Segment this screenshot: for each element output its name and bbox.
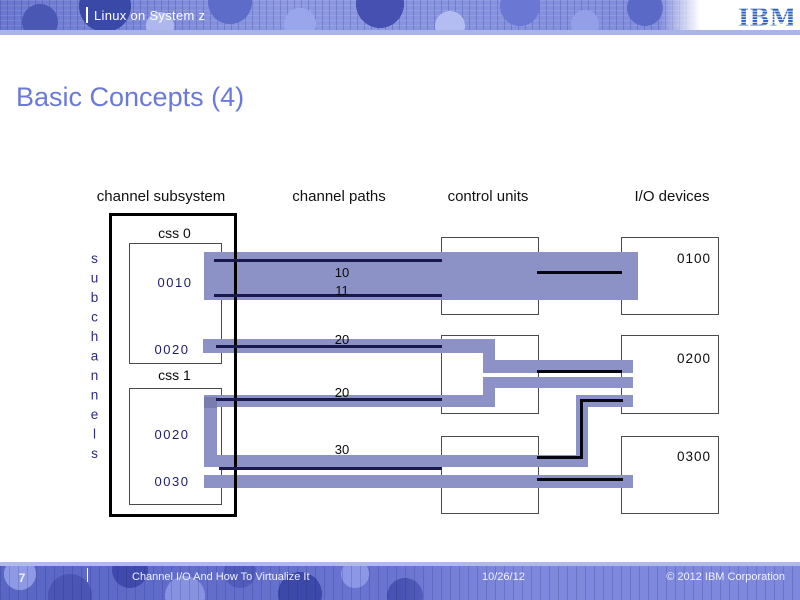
css1-box (129, 388, 222, 505)
ibm-logo-text: IBM (738, 6, 793, 30)
column-header-control-units: control units (447, 188, 529, 205)
chpid-label-20-css0: 20 (334, 332, 350, 347)
subchannel-css1-0030: 0030 (154, 474, 190, 489)
ibm-logo-icon: IBM (738, 6, 793, 30)
slide-number: 7 (18, 571, 26, 585)
footer-date: 10/26/12 (482, 571, 525, 583)
footer-top-strip (0, 562, 800, 566)
control-unit-2-box (441, 335, 539, 414)
chpid-label-11: 11 (335, 283, 349, 298)
device-0300-box (621, 436, 719, 514)
link-cu3-dev0200-horizontal-low (537, 456, 582, 459)
band-chpid-30 (204, 455, 588, 467)
subchannel-css1-0020: 0020 (154, 427, 190, 442)
column-header-channel-subsystem: channel subsystem (96, 188, 226, 205)
page-title: Basic Concepts (4) (16, 82, 245, 112)
chpid-label-10: 10 (334, 265, 350, 280)
link-cu3-dev0200-horizontal-high (580, 399, 623, 402)
css0-label: css 0 (158, 225, 191, 241)
footer-copyright: © 2012 IBM Corporation (666, 571, 785, 583)
chpid-label-30: 30 (334, 442, 350, 457)
column-header-channel-paths: channel paths (292, 188, 386, 205)
header-banner-graphic (0, 0, 712, 30)
chpid-line-30 (219, 467, 442, 470)
band-cu2-to-dev0200-lower (483, 377, 633, 388)
chpid-line-20-css1 (216, 398, 442, 401)
device-label-0200: 0200 (676, 351, 711, 366)
device-0200-box (621, 335, 719, 414)
css0-box (129, 243, 222, 364)
band-css1-elbow-vertical (204, 397, 217, 467)
footer-divider-bar (87, 568, 88, 582)
chpid-line-11 (214, 294, 442, 297)
link-cu1-dev0100 (537, 271, 622, 274)
header-bottom-strip (0, 30, 800, 35)
chpid-label-20-css1: 20 (334, 385, 350, 400)
device-label-0300: 0300 (676, 449, 711, 464)
subchannel-css0-0010: 0010 (157, 275, 193, 290)
chpid-line-20-css0 (216, 345, 442, 348)
device-label-0100: 0100 (676, 251, 711, 266)
band-subch-0030 (204, 475, 633, 488)
header-product-title: Linux on System z (94, 8, 206, 23)
header-divider-bar (86, 7, 88, 23)
link-cu2-dev0200 (537, 370, 622, 373)
chpid-line-10 (214, 259, 442, 262)
channel-subsystem-box (109, 213, 237, 517)
footer-bar-graphic (0, 566, 800, 600)
subchannel-css0-0020: 0020 (154, 342, 190, 357)
css1-label: css 1 (158, 367, 191, 383)
link-cu3-dev0200-vertical (580, 399, 583, 459)
band-elbow-junction (204, 397, 217, 408)
subchannels-side-label: subchannels (87, 251, 102, 466)
link-cu3-dev0300 (537, 478, 623, 481)
column-header-io-devices: I/O devices (634, 188, 710, 205)
footer-doc-title: Channel I/O And How To Virtualize It (132, 571, 310, 583)
band-cu2-to-dev0200-upper (483, 360, 633, 373)
